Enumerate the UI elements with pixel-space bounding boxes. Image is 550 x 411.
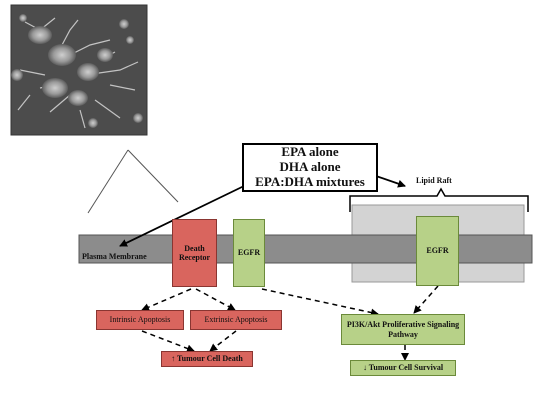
- pi3k-akt-pathway-label: PI3K/Akt Proliferative Signaling Pathway: [346, 320, 460, 339]
- cell-micrograph-image: [10, 4, 148, 136]
- treatment-mixtures: EPA:DHA mixtures: [255, 173, 365, 189]
- extrinsic-apoptosis-label: Extrinsic Apoptosis: [204, 315, 268, 325]
- plasma-membrane-label: Plasma Membrane: [82, 252, 147, 261]
- intrinsic-apoptosis-box: Intrinsic Apoptosis: [96, 310, 184, 330]
- signaling-arrows: [141, 285, 439, 361]
- death-receptor-label: Death Receptor: [178, 243, 211, 262]
- egfr-label: EGFR: [237, 248, 261, 258]
- egfr-receptor-box: EGFR: [233, 219, 265, 287]
- tumour-cell-death-box: ↑ Tumour Cell Death: [161, 351, 253, 367]
- tumour-cell-survival-label: ↓ Tumour Cell Survival: [362, 363, 444, 373]
- tumour-cell-survival-box: ↓ Tumour Cell Survival: [350, 360, 456, 376]
- pi3k-akt-pathway-box: PI3K/Akt Proliferative Signaling Pathway: [341, 314, 465, 345]
- treatments-box: EPA alone DHA alone EPA:DHA mixtures: [242, 143, 378, 192]
- tumour-cell-death-label: ↑ Tumour Cell Death: [171, 354, 243, 364]
- lipid-raft-label: Lipid Raft: [416, 176, 452, 185]
- lipid-raft-bracket: [349, 187, 529, 212]
- zoom-lines: [87, 149, 179, 214]
- treatment-arrows: [119, 175, 406, 247]
- egfr-raft-label: EGFR: [426, 246, 449, 256]
- death-receptor-box: Death Receptor: [172, 219, 217, 287]
- treatment-epa: EPA alone: [281, 144, 339, 160]
- egfr-raft-receptor-box: EGFR: [416, 216, 459, 286]
- treatment-dha: DHA alone: [279, 159, 341, 175]
- extrinsic-apoptosis-box: Extrinsic Apoptosis: [190, 310, 282, 330]
- intrinsic-apoptosis-label: Intrinsic Apoptosis: [109, 315, 171, 325]
